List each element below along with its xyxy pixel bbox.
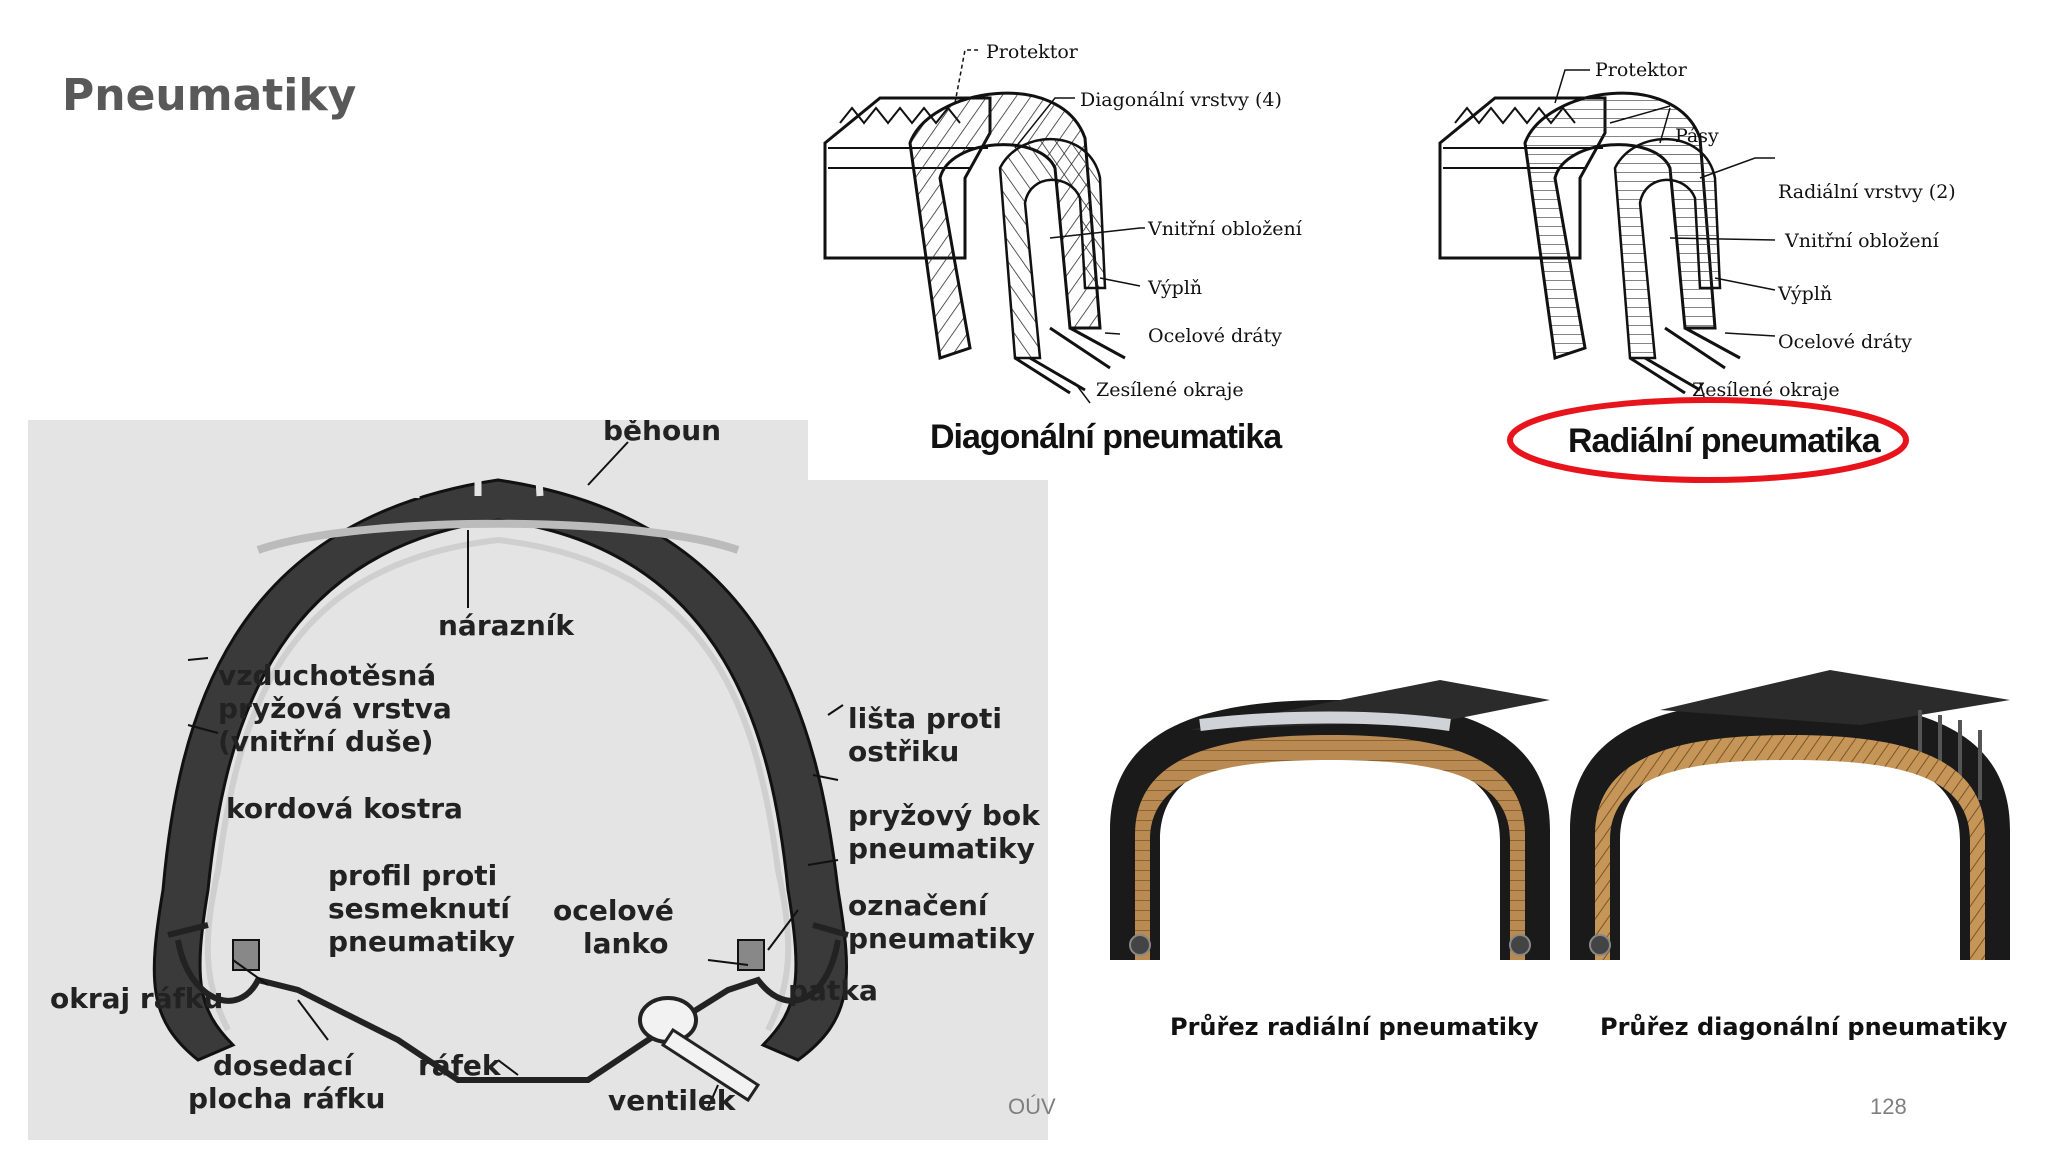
bias-render-caption: Průřez diagonální pneumatiky	[1600, 1013, 2008, 1041]
rad-label-zesilene: Zesílené okraje	[1692, 379, 1840, 401]
diag-label-zesilene: Zesílené okraje	[1096, 379, 1244, 401]
radial-tire-drawing	[1438, 91, 1741, 395]
label-vzduchotesna-2: pryžová vrstva	[218, 692, 452, 725]
label-lista-1: lišta proti	[848, 702, 1002, 735]
label-okraj: okraj ráfku	[50, 982, 223, 1015]
diag-label-vypln: Výplň	[1147, 277, 1202, 299]
label-oznaceni-2: pneumatiky	[848, 922, 1035, 955]
diag-label-ocelove: Ocelové dráty	[1148, 325, 1282, 347]
radial-leader-lines	[1554, 69, 1776, 401]
rad-label-radialni: Radiální vrstvy (2)	[1778, 181, 1956, 203]
cross-section-leader-lines	[187, 441, 844, 1109]
label-profil-1: profil proti	[328, 859, 497, 892]
bias-tire-render	[1570, 670, 2010, 960]
valve-stem	[638, 996, 761, 1103]
label-bok-1: pryžový bok	[848, 799, 1041, 832]
page-number: 128	[1870, 1094, 1907, 1119]
label-profil-3: pneumatiky	[328, 925, 515, 958]
diag-label-protektor: Protektor	[986, 41, 1079, 63]
label-ocelove-2: lanko	[583, 927, 669, 960]
rad-label-vypln: Výplň	[1777, 283, 1832, 305]
label-dosedaci-1: dosedací	[213, 1049, 354, 1082]
label-vzduchotesna-3: (vnitřní duše)	[218, 725, 433, 758]
radial-tire-render	[1110, 680, 1550, 960]
label-behoun: běhoun	[603, 420, 721, 447]
belt-layer	[256, 519, 740, 554]
tire-cross-section-diagram: běhoun nárazník vzduchotěsná pryžová vrs…	[28, 414, 1048, 1140]
tread-grooves	[286, 461, 722, 525]
label-ocelove-1: ocelové	[553, 894, 674, 927]
bead-wire-right	[737, 939, 765, 971]
footer-institution: OÚV	[1008, 1094, 1056, 1119]
rad-label-ocelove: Ocelové dráty	[1778, 331, 1912, 353]
diagonal-caption: Diagonální pneumatika	[930, 418, 1283, 456]
radial-highlight-ellipse	[1507, 397, 1909, 483]
label-lista-2: ostřiku	[848, 735, 959, 768]
diagonal-leader-lines	[954, 49, 1145, 404]
label-dosedaci-2: plocha ráfku	[188, 1082, 386, 1115]
rad-label-pasy: Pásy	[1675, 125, 1719, 147]
label-bok-2: pneumatiky	[848, 832, 1035, 865]
radial-caption: Radiální pneumatika	[1568, 422, 1882, 460]
diagonal-tire-drawing	[823, 91, 1126, 395]
slide-title: Pneumatiky	[62, 70, 357, 121]
diag-label-vrstvy: Diagonální vrstvy (4)	[1080, 89, 1282, 111]
tire-construction-diagram: Protektor Diagonální vrstvy (4) Vnitřní …	[800, 28, 2040, 498]
label-kordova: kordová kostra	[226, 792, 463, 825]
label-naraznik: nárazník	[438, 609, 575, 642]
bead-wire-left	[232, 939, 260, 971]
label-ventilek: ventilek	[608, 1084, 737, 1117]
inner-lining	[204, 536, 792, 1032]
label-oznaceni-1: označení	[848, 889, 989, 922]
rad-label-protektor: Protektor	[1595, 59, 1688, 81]
label-vzduchotesna-1: vzduchotěsná	[218, 659, 436, 692]
tire-body	[152, 478, 849, 1062]
rim	[175, 939, 841, 1083]
tire-render-comparison: Průřez radiální pneumatiky Průřez diagon…	[1080, 660, 2040, 1070]
label-profil-2: sesmeknutí	[328, 892, 511, 925]
label-rafek: ráfek	[418, 1049, 502, 1082]
diag-label-vnitrni: Vnitřní obložení	[1147, 218, 1303, 240]
label-patka: patka	[788, 974, 878, 1007]
rad-label-vnitrni: Vnitřní obložení	[1784, 230, 1940, 252]
radial-render-caption: Průřez radiální pneumatiky	[1170, 1013, 1539, 1041]
